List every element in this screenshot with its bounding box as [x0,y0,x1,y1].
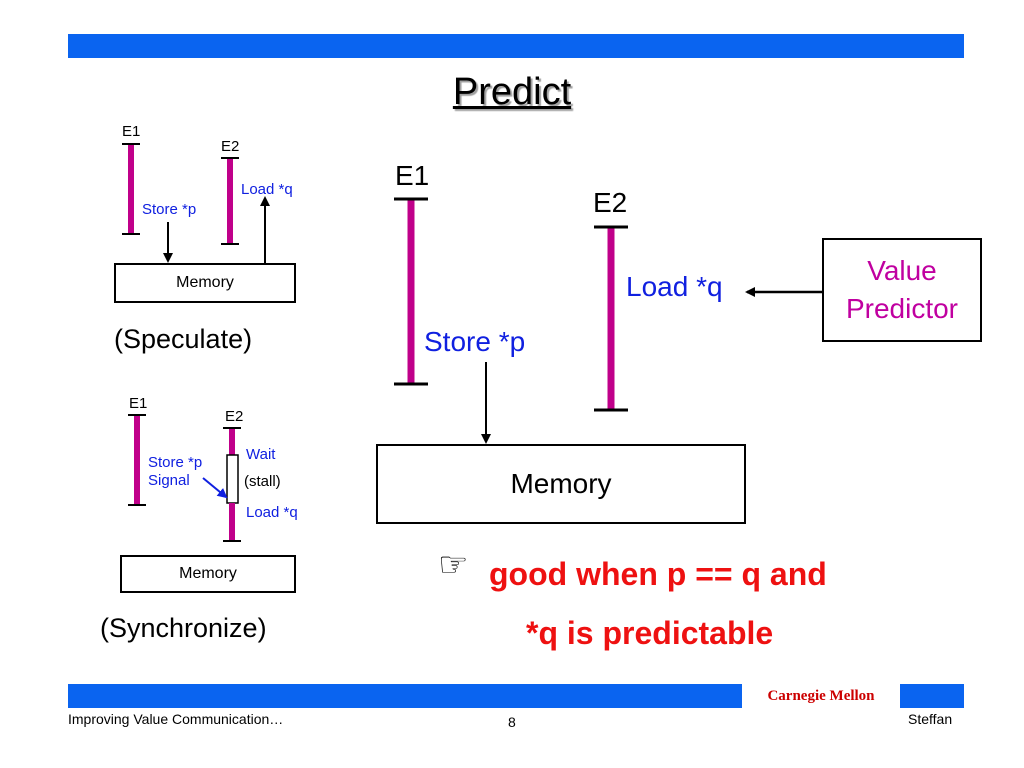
predict-load-label: Load *q [626,271,723,302]
predict-diagram [394,197,822,444]
speculate-store-label: Store *p [142,201,197,218]
synchronize-diagram [128,414,241,542]
conclusion-line2: *q is predictable [526,615,774,651]
sync-signal-arrow [202,477,228,499]
sync-store-label: Store *p [148,454,203,471]
footer-page-number: 8 [508,714,516,730]
sync-caption: (Synchronize) [100,613,267,643]
footer-left-text: Improving Value Communication… [68,711,284,727]
speculate-e1-label: E1 [122,123,141,140]
top-banner [68,34,964,58]
conclusion-line1: good when p == q and [489,556,827,592]
sync-wait-label: Wait [246,446,276,463]
speculate-load-label: Load *q [241,181,293,198]
sync-memory-box: Memory [120,555,296,593]
sync-e2-label: E2 [225,408,244,425]
sync-memory-label: Memory [179,565,237,582]
value-predictor-box: Value Predictor [822,238,982,342]
sync-stall-label: (stall) [244,473,281,490]
sync-signal-label: Signal [148,472,190,489]
footer-right-text: Steffan [908,711,953,727]
value-predictor-line1: Value [867,255,937,286]
predict-memory-label: Memory [510,468,612,499]
speculate-caption: (Speculate) [114,324,253,354]
sync-stall-box [226,454,239,504]
predict-memory-box: Memory [376,444,746,524]
predict-e1-label: E1 [395,160,430,191]
pointing-hand-icon: ☞ [438,546,469,584]
sync-e1-label: E1 [129,395,148,412]
speculate-diagram [122,143,270,264]
speculate-memory-label: Memory [176,274,234,291]
speculate-memory-box: Memory [114,263,296,303]
speculate-e2-label: E2 [221,138,240,155]
value-predictor-line2: Predictor [845,293,959,324]
carnegie-mellon-logo: Carnegie Mellon [742,684,900,708]
sync-load-label: Load *q [246,504,298,521]
slide-title: Predict [452,71,572,113]
predict-e2-label: E2 [593,187,628,218]
predict-store-label: Store *p [424,326,526,357]
